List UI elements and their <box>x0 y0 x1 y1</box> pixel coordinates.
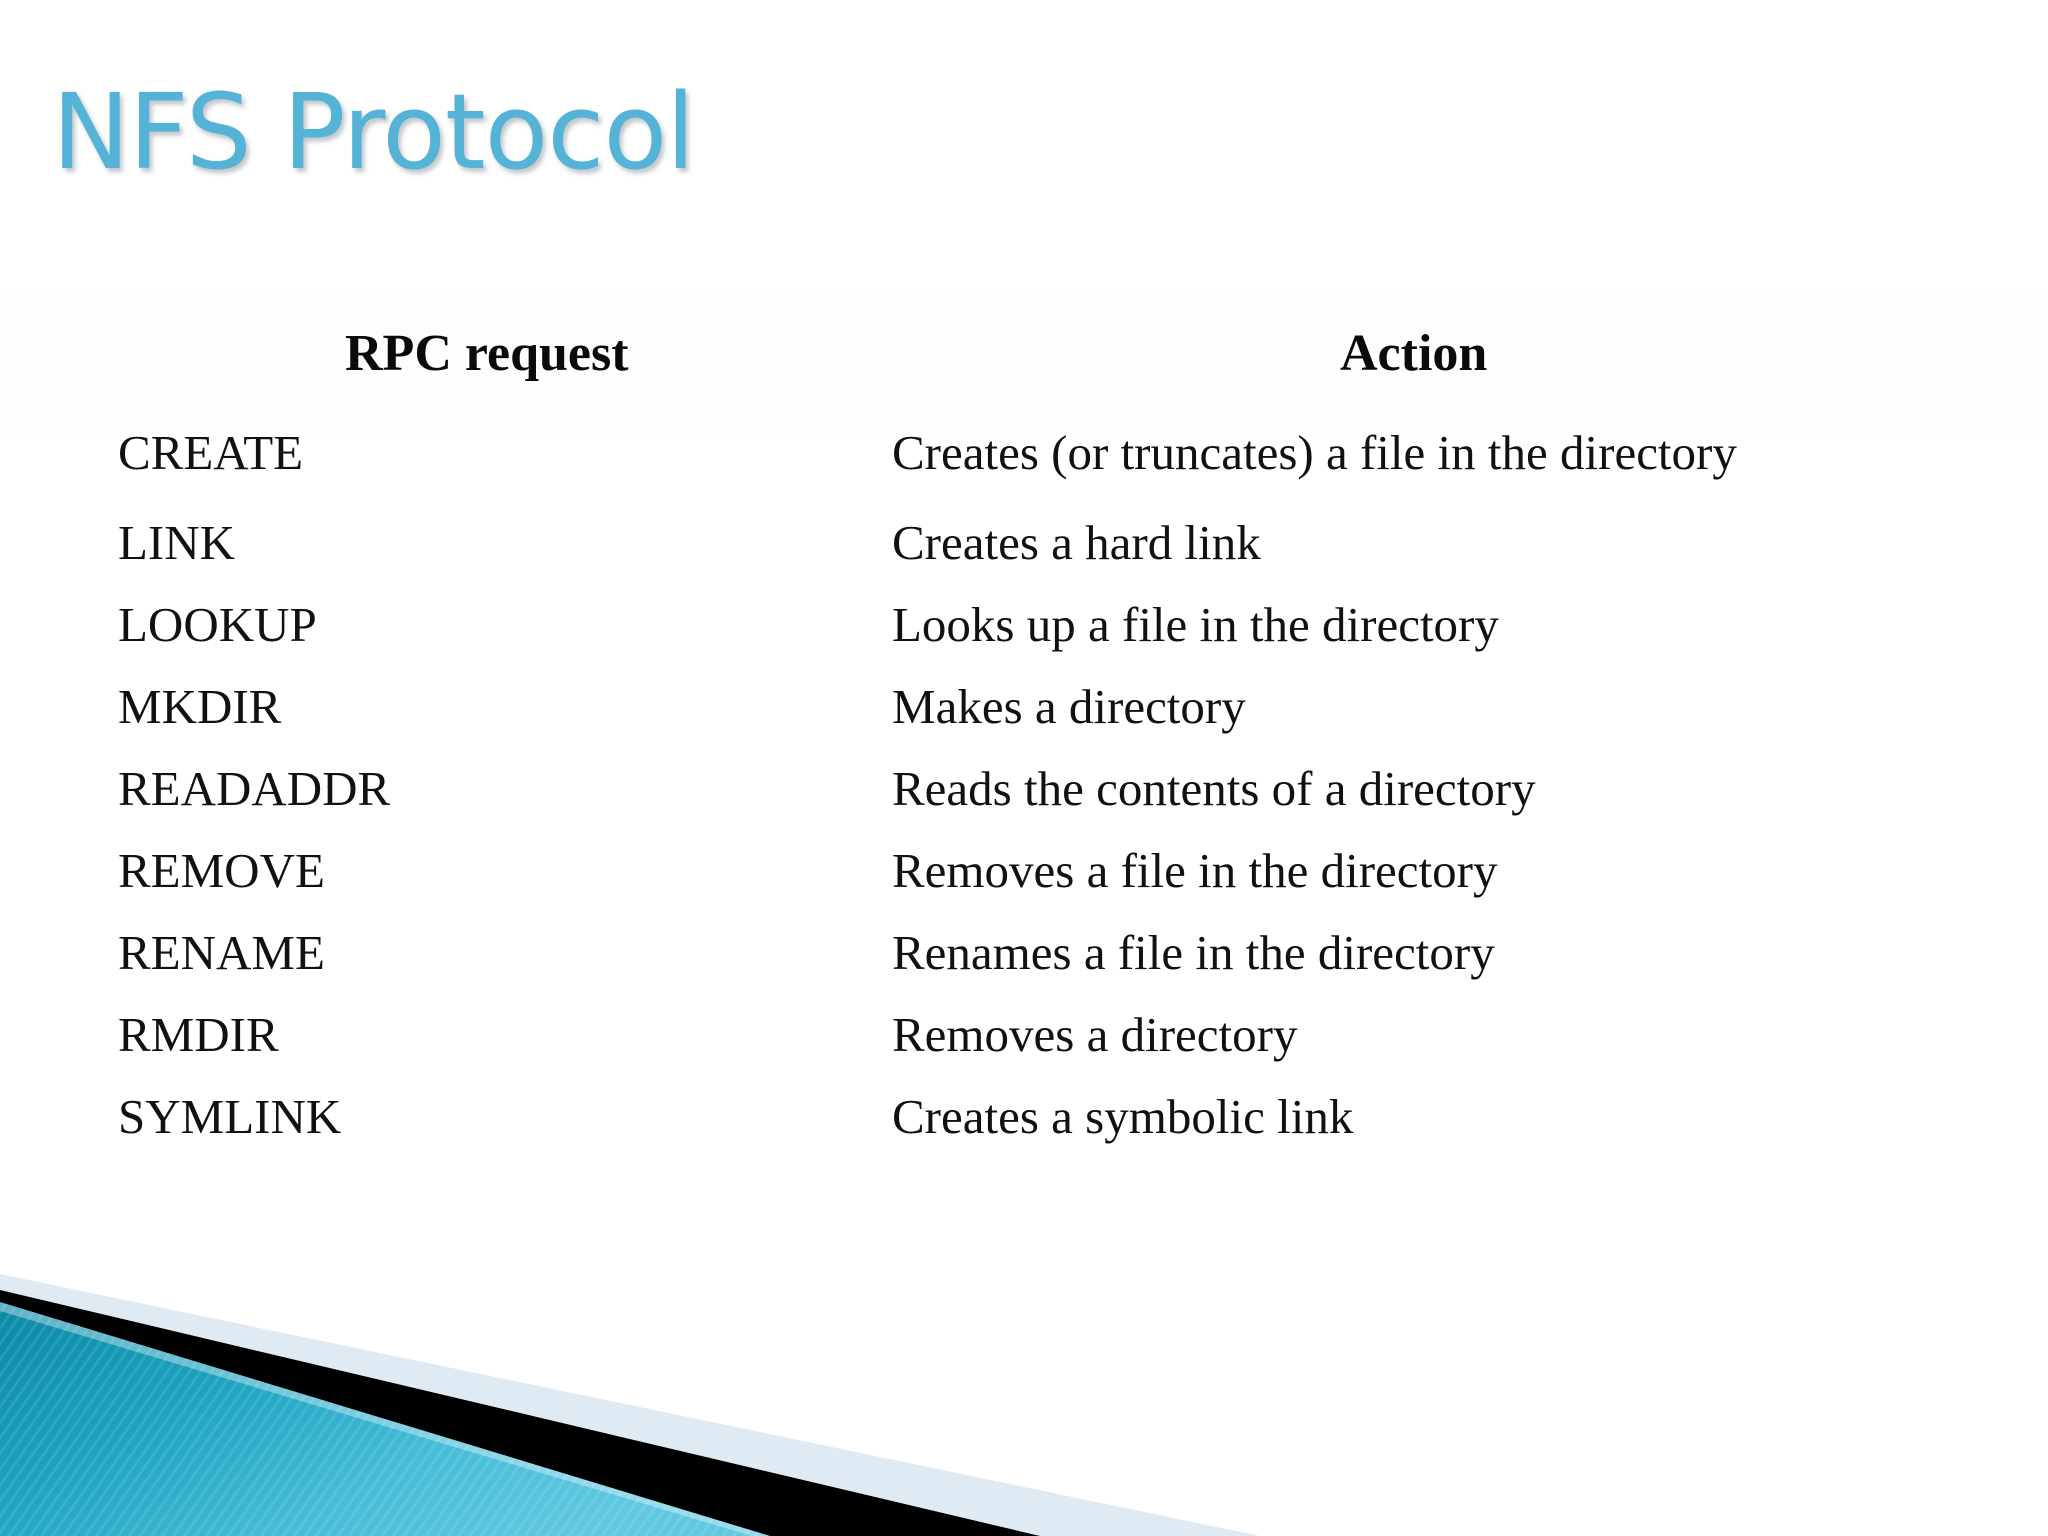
table-row: LOOKUP Looks up a file in the directory <box>0 596 2048 654</box>
table-row: MKDIR Makes a directory <box>0 678 2048 736</box>
table-row: READADDR Reads the contents of a directo… <box>0 760 2048 818</box>
table-header-row: RPC request Action <box>0 300 2048 384</box>
cell-rpc-request: LINK <box>118 515 236 570</box>
cell-action: Creates a hard link <box>892 515 1261 570</box>
page-title: NFS Protocol <box>52 71 695 193</box>
table-row: LINK Creates a hard link <box>0 514 2048 572</box>
table-row: REMOVE Removes a file in the directory <box>0 842 2048 900</box>
cell-rpc-request: MKDIR <box>118 679 282 734</box>
cell-action: Makes a directory <box>892 679 1246 734</box>
cell-rpc-request: RENAME <box>118 925 325 980</box>
cell-rpc-request: RMDIR <box>118 1007 279 1062</box>
table-row: RMDIR Removes a directory <box>0 1006 2048 1064</box>
table-row: CREATE Creates (or truncates) a file in … <box>0 424 2048 482</box>
cell-rpc-request: LOOKUP <box>118 597 317 652</box>
nfs-protocol-table: RPC request Action CREATE Creates (or tr… <box>0 300 2048 1144</box>
cell-rpc-request: CREATE <box>118 425 304 480</box>
cell-action: Reads the contents of a directory <box>892 761 1536 816</box>
cell-rpc-request: SYMLINK <box>118 1089 342 1144</box>
table-row: RENAME Renames a file in the directory <box>0 924 2048 982</box>
cell-rpc-request: READADDR <box>118 761 391 816</box>
cell-action: Removes a directory <box>892 1007 1298 1062</box>
column-header-rpc-request: RPC request <box>345 325 629 382</box>
cell-action: Removes a file in the directory <box>892 843 1498 898</box>
cell-action: Creates a symbolic link <box>892 1089 1354 1144</box>
cell-action: Creates (or truncates) a file in the dir… <box>892 425 1737 480</box>
cell-action: Renames a file in the directory <box>892 925 1495 980</box>
cell-rpc-request: REMOVE <box>118 843 325 898</box>
bottom-left-diagonal-banner-icon <box>0 1216 1380 1536</box>
table-row: SYMLINK Creates a symbolic link <box>0 1088 2048 1146</box>
column-header-action: Action <box>1340 325 1488 382</box>
cell-action: Looks up a file in the directory <box>892 597 1499 652</box>
